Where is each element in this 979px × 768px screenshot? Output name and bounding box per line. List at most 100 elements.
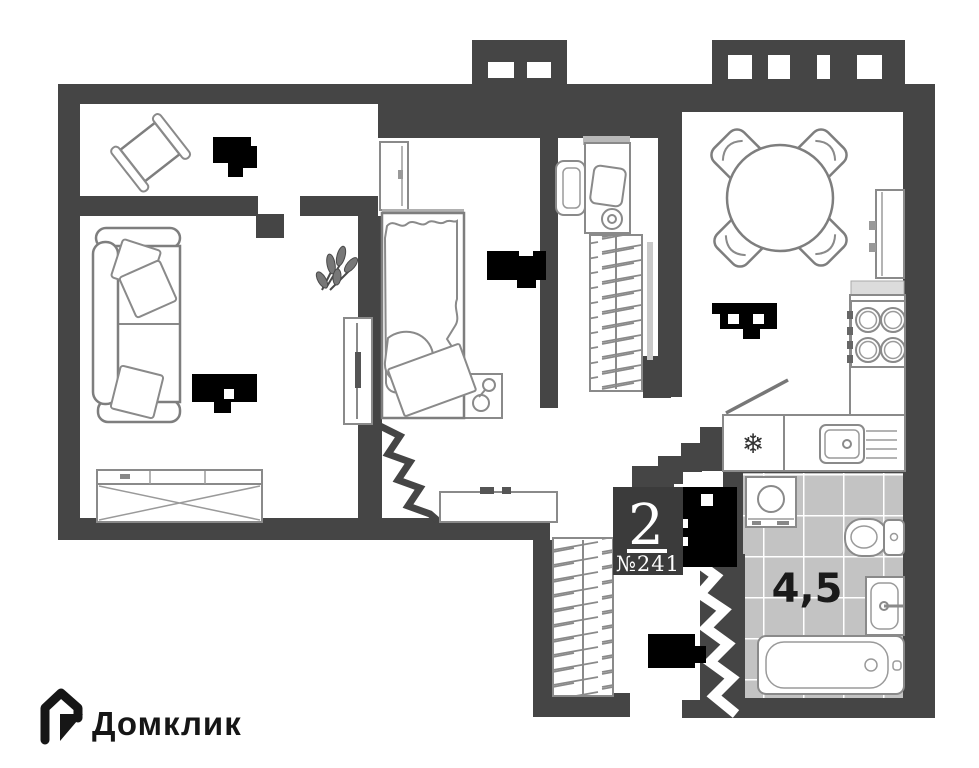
redacted-label-hall (648, 634, 706, 668)
wardrobe-body (379, 141, 409, 211)
cabinet-handle (869, 221, 876, 230)
sofa (91, 226, 182, 424)
redaction-block (487, 251, 546, 280)
chair-rail (151, 113, 192, 160)
logo-text: Домклик (92, 705, 242, 742)
chair-back (815, 234, 837, 256)
opening (817, 55, 830, 79)
plant-leaf (332, 268, 342, 286)
cabinet-handle (869, 243, 876, 252)
redaction-hole (753, 314, 764, 324)
fridge-door-swing (725, 378, 789, 415)
opening (728, 55, 752, 79)
redacted-label-balcony (213, 137, 257, 177)
burner (858, 340, 878, 360)
redaction-hole (681, 537, 688, 546)
balcony-block (472, 40, 567, 86)
redaction-block (214, 400, 231, 413)
toilet (844, 518, 905, 557)
opening (488, 62, 514, 78)
stove-knob (847, 311, 853, 319)
redaction-hole (519, 251, 533, 256)
redaction-hole (681, 519, 688, 528)
bedroom-furniture (379, 141, 503, 420)
badge-rooms-count: 2 (628, 493, 664, 558)
wall-step (700, 427, 724, 471)
bed-quilt (387, 343, 477, 417)
wardrobe-living (96, 469, 263, 523)
badge-background (613, 487, 683, 575)
wall-step (632, 466, 674, 487)
desk-stool (601, 208, 623, 230)
sink-bowl (824, 429, 860, 459)
chair-back (724, 235, 746, 257)
redaction-block (743, 328, 760, 339)
wall (300, 196, 378, 216)
bed (380, 209, 477, 420)
wall (256, 214, 284, 238)
wardrobe-cross (98, 485, 261, 521)
tv-mount (355, 352, 361, 388)
plant-leaf (343, 257, 359, 273)
stove (847, 300, 906, 368)
balcony-chair (110, 113, 192, 193)
stove-knob (847, 327, 853, 335)
fridge-snowflake-icon: ❄ (742, 429, 765, 460)
wall (903, 84, 935, 718)
lamp-shade (482, 378, 496, 392)
redaction-block (712, 303, 777, 314)
opening (527, 62, 551, 78)
washer-button (752, 521, 761, 525)
redaction-block (243, 146, 257, 168)
washer-drum (757, 485, 785, 513)
redacted-block-badge-right (680, 487, 737, 567)
bedroom-door-arc (378, 422, 440, 523)
redacted-label-kitchen (712, 303, 777, 339)
wardrobe-nook (589, 234, 643, 392)
plant-leaf (335, 245, 347, 267)
wardrobe-bedroom (379, 141, 409, 211)
bathroom-fixtures: 4,5 (745, 476, 905, 695)
house-flag (60, 714, 83, 741)
window-sill (583, 136, 630, 145)
bathroom-sink (865, 576, 905, 636)
badge-divider (627, 549, 667, 553)
washer-button (777, 521, 789, 525)
house-icon (40, 688, 83, 745)
burner (880, 307, 906, 333)
tall-cabinet (869, 189, 905, 279)
redaction-hole (728, 314, 739, 324)
burner (880, 337, 906, 363)
burner (883, 340, 903, 360)
walls (58, 40, 935, 718)
dining-table (725, 143, 835, 253)
redacted-label-bedroom (487, 251, 546, 288)
pillow (118, 259, 178, 319)
pillow (109, 364, 165, 420)
redaction-hole (701, 494, 713, 506)
wall-step (681, 443, 702, 472)
plant-leaf (326, 253, 336, 275)
opening (857, 55, 882, 79)
kitchen-furniture: ❄ (710, 128, 906, 472)
redaction-block (694, 646, 706, 663)
wall (678, 84, 935, 112)
shelf-detail (480, 487, 494, 494)
domclick-logo: Домклик (40, 688, 242, 745)
wall (58, 518, 550, 540)
wall (58, 84, 378, 104)
chair-back (721, 139, 743, 161)
kitchen-sink (819, 424, 897, 464)
desk-stool-center (607, 214, 617, 224)
chair-back (815, 139, 837, 161)
wall (533, 540, 553, 698)
toilet-seat (850, 525, 878, 549)
wardrobe-handle (398, 170, 403, 179)
balcony-furniture (110, 113, 192, 193)
living-room-furniture (91, 226, 373, 523)
desk-item (589, 164, 627, 208)
tv (343, 317, 373, 425)
lamp-base (472, 394, 490, 412)
sink-faucet (842, 439, 852, 449)
